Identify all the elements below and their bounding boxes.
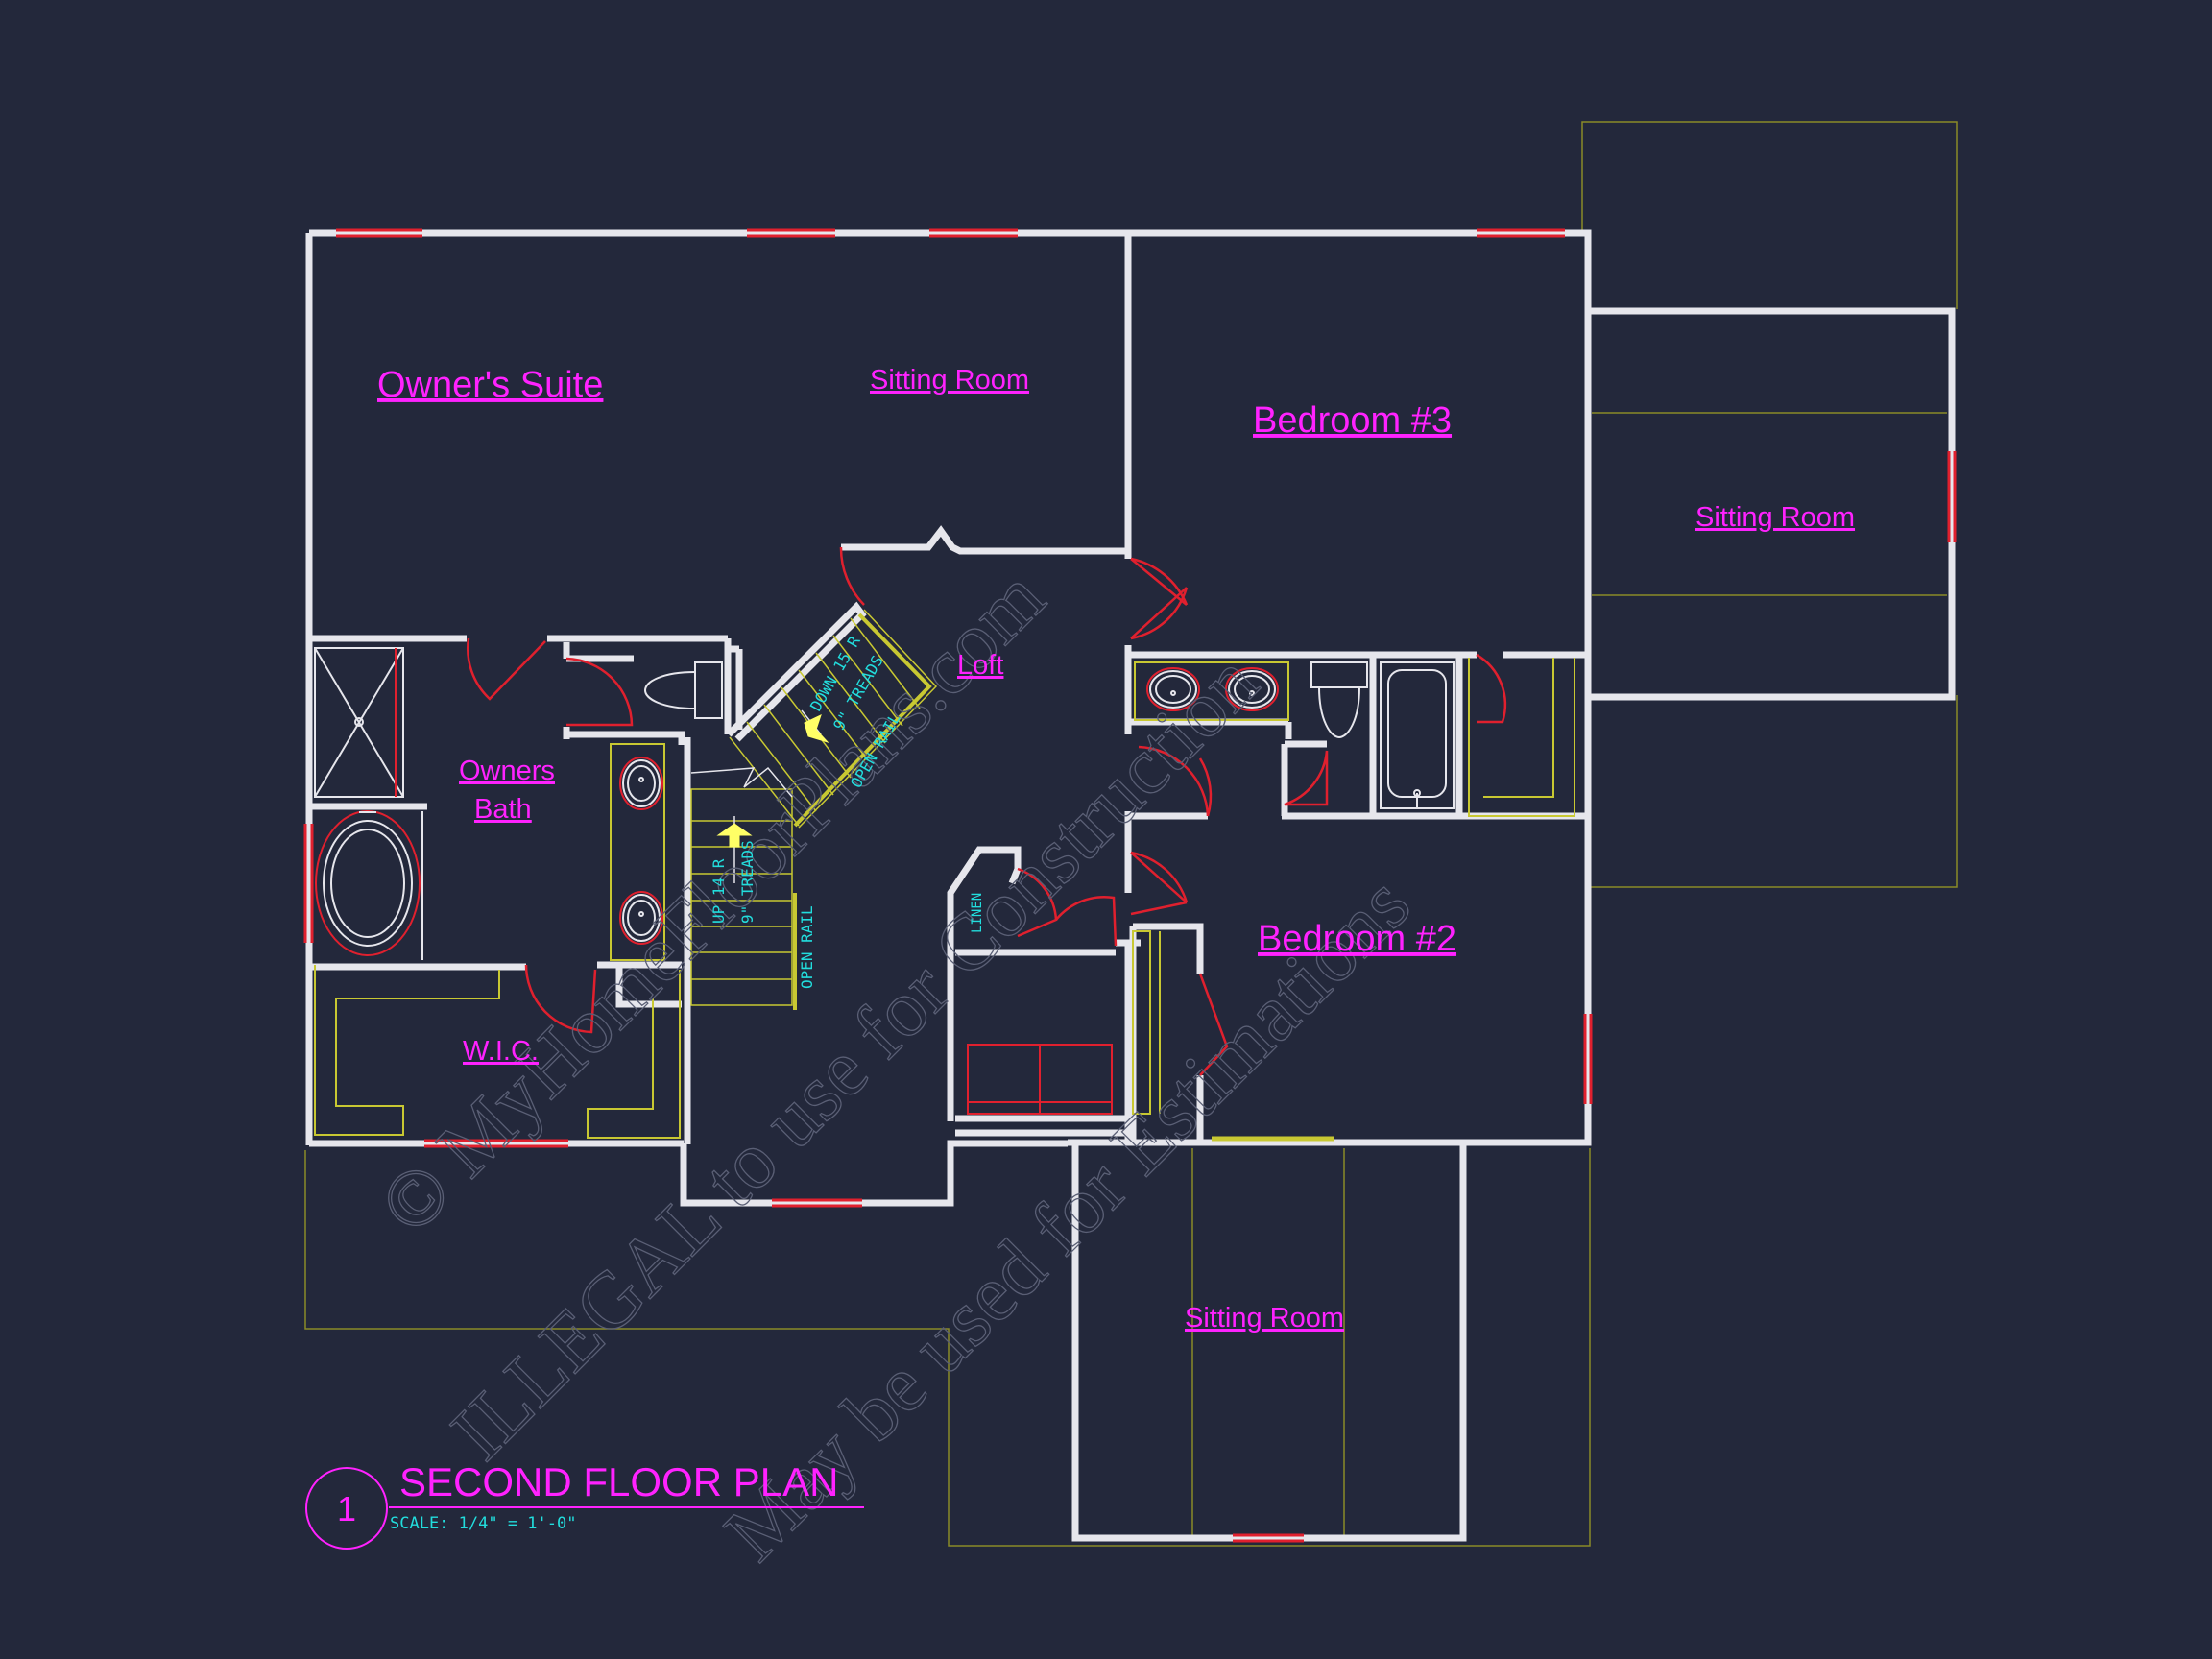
doors (467, 546, 1507, 1076)
roof-outlines (304, 121, 1958, 1547)
title-text: SECOND FLOOR PLAN (399, 1459, 838, 1504)
label-sitting-room-east: Sitting Room (1695, 502, 1855, 533)
label-owners-bath-line2: Bath (474, 794, 532, 825)
label-loft: Loft (957, 650, 1003, 681)
sink-icon (1225, 667, 1279, 711)
stair-up-count: UP 14 R (709, 858, 728, 924)
toilet-icon (1310, 661, 1368, 739)
windows (303, 228, 1957, 1543)
stair-upper (729, 609, 938, 829)
title-number-circle (305, 1467, 388, 1550)
linen-label: LINEN (970, 893, 985, 933)
title-number: 1 (337, 1489, 356, 1528)
label-wic: W.I.C. (463, 1036, 539, 1067)
toilet-icon (643, 661, 723, 719)
label-owners-suite: Owner's Suite (377, 365, 603, 405)
stair-up-arrow-icon (716, 823, 753, 848)
sink-icon (619, 891, 663, 945)
bathtub-icon (1380, 661, 1455, 809)
stair-up-treads: 9" TREADS (738, 840, 757, 924)
label-sitting-room-owner: Sitting Room (870, 365, 1029, 396)
stair-arrows (716, 714, 830, 848)
room-labels: Owner's Suite Sitting Room Bedroom #3 Si… (377, 365, 1855, 1334)
shower-icon (314, 647, 404, 798)
sink-icon (619, 757, 663, 810)
label-bedroom-3: Bedroom #3 (1253, 400, 1452, 441)
fixtures (314, 647, 1455, 1115)
title-scale: SCALE: 1/4" = 1'-0" (390, 1514, 576, 1533)
label-bedroom-2: Bedroom #2 (1258, 919, 1456, 959)
stair-lower (690, 788, 797, 1010)
label-sitting-room-south: Sitting Room (1185, 1303, 1344, 1334)
bathtub-icon (315, 810, 421, 956)
label-owners-bath-line1: Owners (459, 756, 555, 786)
title-block: 1 SECOND FLOOR PLAN SCALE: 1/4" = 1'-0" (305, 1459, 864, 1550)
stair-down-arrow-icon (804, 714, 830, 744)
sink-icon (1146, 667, 1200, 711)
stair-open-rail-lower: OPEN RAIL (798, 905, 816, 989)
cabinetry (314, 658, 1575, 1142)
